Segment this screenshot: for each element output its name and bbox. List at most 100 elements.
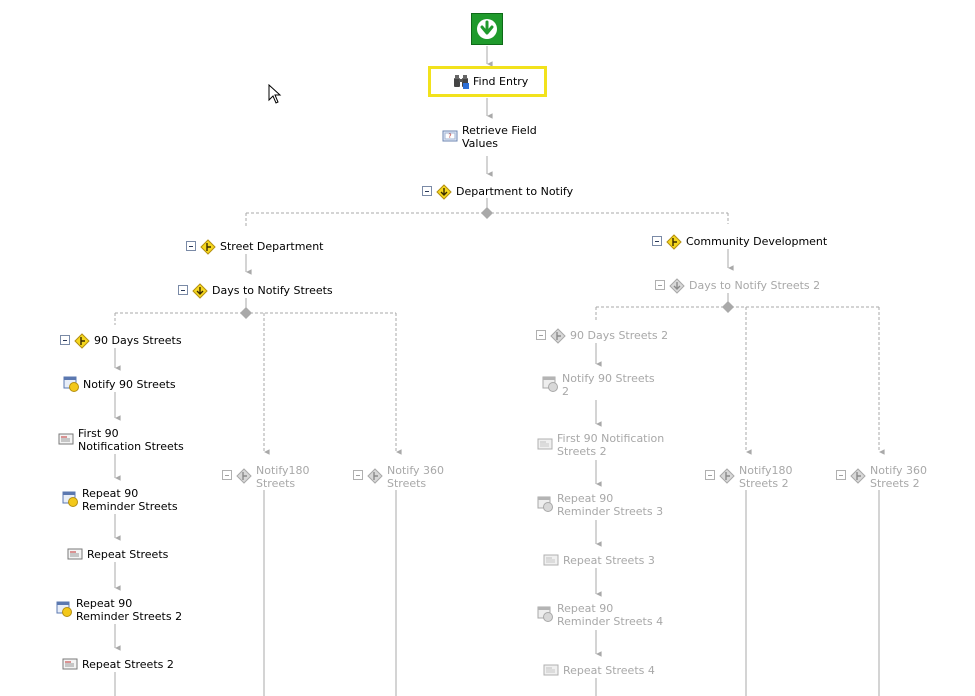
notification-icon <box>56 601 72 617</box>
find-entry-node[interactable]: Find Entry <box>453 73 528 89</box>
decision-icon <box>666 234 682 250</box>
split-junction <box>481 207 493 219</box>
field-values-icon: ? <box>442 130 458 142</box>
repeat-streets-2-node[interactable]: Repeat Streets 2 <box>62 656 174 672</box>
node-label: Notify 90 Streets <box>83 378 176 391</box>
email-icon <box>62 658 78 670</box>
collapse-toggle[interactable] <box>60 335 70 345</box>
decision-icon <box>669 278 685 294</box>
node-label: Street Department <box>220 240 324 253</box>
node-label: Repeat Streets 4 <box>563 664 655 677</box>
selection-highlight <box>428 66 547 97</box>
repeat-90-reminder-streets-2-node[interactable]: Repeat 90 Reminder Streets 2 <box>56 597 182 623</box>
node-label-line: Notify180 <box>739 464 793 477</box>
node-label-line: Streets <box>256 477 296 490</box>
svg-text:?: ? <box>448 133 451 140</box>
collapse-toggle[interactable] <box>836 470 846 480</box>
node-label-line: Streets 2 <box>739 477 789 490</box>
node-label-line: Notify180 <box>256 464 310 477</box>
notify-360-streets-node[interactable]: Notify 360 Streets <box>353 464 444 490</box>
email-icon <box>543 554 559 566</box>
binoculars-icon <box>454 75 469 89</box>
node-label: Days to Notify Streets <box>212 284 333 297</box>
days-to-notify-streets-node[interactable]: Days to Notify Streets <box>178 283 333 299</box>
collapse-toggle[interactable] <box>536 330 546 340</box>
notify180-streets-node[interactable]: Notify180 Streets <box>222 464 310 490</box>
community-development-node[interactable]: Community Development <box>652 234 827 250</box>
90-days-streets-2-node[interactable]: 90 Days Streets 2 <box>536 328 668 344</box>
start-arrow-icon <box>477 19 497 39</box>
first-90-notification-streets-node[interactable]: First 90 Notification Streets <box>58 427 184 453</box>
node-label-line: Notify 90 Streets <box>562 372 655 385</box>
node-label-line: First 90 Notification <box>557 432 665 445</box>
node-label: Repeat Streets 3 <box>563 554 655 567</box>
repeat-90-reminder-streets-4-node[interactable]: Repeat 90 Reminder Streets 4 <box>537 602 663 628</box>
collapse-toggle[interactable] <box>178 285 188 295</box>
notify-360-streets-2-node[interactable]: Notify 360 Streets 2 <box>836 464 927 490</box>
notification-icon <box>537 606 553 622</box>
email-icon <box>543 664 559 676</box>
node-label-line: Notify 360 <box>870 464 928 477</box>
node-label-line: Streets 2 <box>557 445 607 458</box>
node-label-line: Reminder Streets 2 <box>76 610 183 623</box>
collapse-toggle[interactable] <box>422 186 432 196</box>
node-label-line: Retrieve Field <box>462 124 537 137</box>
node-label-line: Reminder Streets <box>82 500 178 513</box>
node-label: 90 Days Streets 2 <box>570 329 669 342</box>
repeat-streets-3-node[interactable]: Repeat Streets 3 <box>543 552 655 568</box>
node-label: 90 Days Streets <box>94 334 182 347</box>
node-label-line: Repeat 90 <box>82 487 139 500</box>
decision-icon <box>236 468 252 484</box>
retrieve-field-values-node[interactable]: ? Retrieve Field Values <box>442 124 537 150</box>
node-label: Find Entry <box>473 75 529 88</box>
node-label-line: Notification Streets <box>78 440 184 453</box>
node-label-line: Notify 360 <box>387 464 445 477</box>
split-junction <box>240 307 252 319</box>
collapse-toggle[interactable] <box>186 241 196 251</box>
notification-icon <box>62 491 78 507</box>
repeat-90-reminder-streets-3-node[interactable]: Repeat 90 Reminder Streets 3 <box>537 492 663 518</box>
decision-icon <box>74 333 90 349</box>
notification-icon <box>63 376 79 392</box>
notify-90-streets-2-node[interactable]: Notify 90 Streets 2 <box>542 372 655 398</box>
first-90-notification-streets-2-node[interactable]: First 90 Notification Streets 2 <box>537 432 664 458</box>
node-label: Repeat Streets 2 <box>82 658 174 671</box>
email-icon <box>58 433 74 445</box>
node-label-line: Repeat 90 <box>76 597 133 610</box>
decision-icon <box>850 468 866 484</box>
node-label: Community Development <box>686 235 828 248</box>
department-to-notify-node[interactable]: Department to Notify <box>422 184 573 200</box>
decision-icon <box>367 468 383 484</box>
repeat-90-reminder-streets-node[interactable]: Repeat 90 Reminder Streets <box>62 487 178 513</box>
collapse-toggle[interactable] <box>652 236 662 246</box>
decision-icon <box>192 283 208 299</box>
node-label-line: Repeat 90 <box>557 492 614 505</box>
street-department-node[interactable]: Street Department <box>186 239 324 255</box>
collapse-toggle[interactable] <box>222 470 232 480</box>
repeat-streets-4-node[interactable]: Repeat Streets 4 <box>543 662 655 678</box>
node-label-line: Repeat 90 <box>557 602 614 615</box>
collapse-toggle[interactable] <box>655 280 665 290</box>
node-label: Repeat Streets <box>87 548 169 561</box>
notification-icon <box>537 496 553 512</box>
split-junction <box>722 301 734 313</box>
collapse-toggle[interactable] <box>353 470 363 480</box>
node-label: Department to Notify <box>456 185 574 198</box>
notification-icon <box>542 376 558 392</box>
mouse-cursor-icon <box>268 84 282 104</box>
notify-90-streets-node[interactable]: Notify 90 Streets <box>63 376 176 392</box>
node-label-line: Values <box>462 137 498 150</box>
decision-icon <box>719 468 735 484</box>
node-label: Days to Notify Streets 2 <box>689 279 821 292</box>
collapse-toggle[interactable] <box>705 470 715 480</box>
node-label-line: 2 <box>562 385 569 398</box>
email-icon <box>537 438 553 450</box>
notify180-streets-2-node[interactable]: Notify180 Streets 2 <box>705 464 793 490</box>
decision-icon <box>436 184 452 200</box>
90-days-streets-node[interactable]: 90 Days Streets <box>60 333 182 349</box>
repeat-streets-node[interactable]: Repeat Streets <box>67 546 168 562</box>
node-label-line: Streets 2 <box>870 477 920 490</box>
days-to-notify-streets-2-node[interactable]: Days to Notify Streets 2 <box>655 278 820 294</box>
workflow-start-node[interactable] <box>471 13 503 45</box>
